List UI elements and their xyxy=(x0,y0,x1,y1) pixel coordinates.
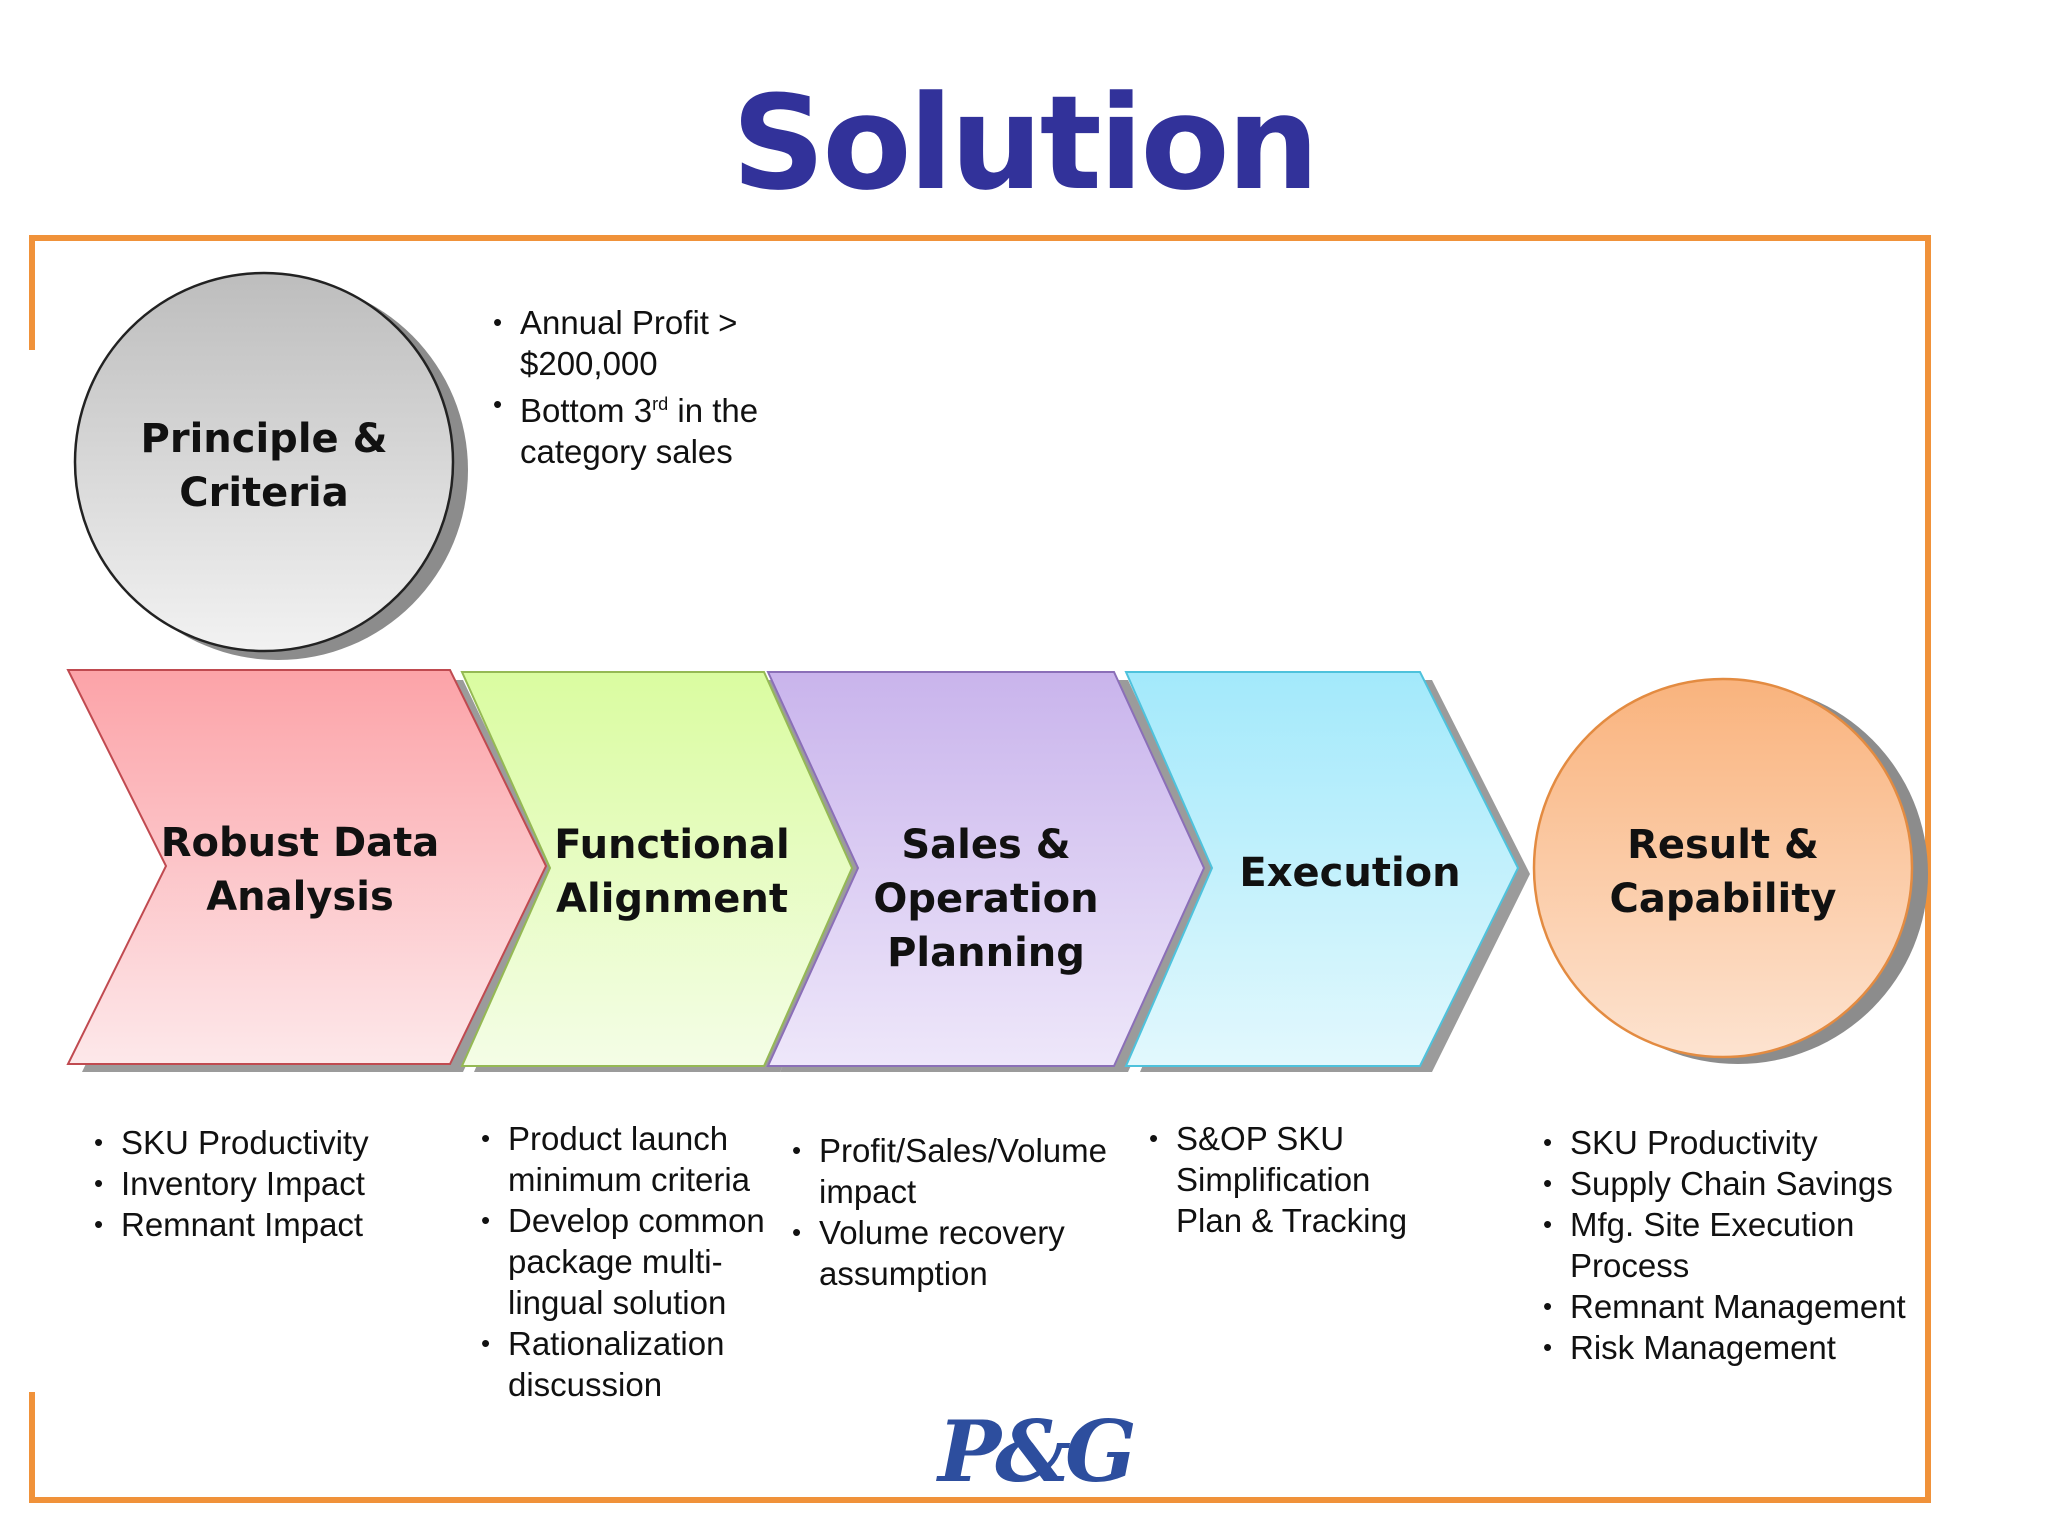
page-title: Solution xyxy=(731,67,1320,219)
list-item: SKU Productivity xyxy=(94,1122,371,1163)
stage-label-execution: Execution xyxy=(1239,850,1461,896)
result-bullet-list: SKU Productivity Supply Chain Savings Mf… xyxy=(1537,1122,1960,1368)
principle-circle xyxy=(73,271,455,653)
list-item: Profit/Sales/Volume impact xyxy=(792,1130,1149,1212)
list-item: Rationalization discussion xyxy=(481,1323,778,1405)
list-item: Develop common package multi-lingual sol… xyxy=(481,1200,778,1323)
stage-chevron-sop-planning xyxy=(766,671,1206,1067)
list-item: SKU Productivity xyxy=(1543,1122,1960,1163)
list-item: S&OP SKU Simplification Plan & Tracking xyxy=(1149,1118,1436,1241)
list-item: Inventory Impact xyxy=(94,1163,371,1204)
stage-bullet-list-functional-alignment: Product launch minimum criteria Develop … xyxy=(475,1118,778,1405)
stage-chevron-data-analysis xyxy=(66,669,548,1065)
list-item: Risk Management xyxy=(1543,1327,1960,1368)
frame-border xyxy=(29,235,1931,1503)
list-item: Volume recovery assumption xyxy=(792,1212,1149,1294)
list-item: Annual Profit > $200,000 xyxy=(493,302,780,384)
list-item: Remnant Impact xyxy=(94,1204,371,1245)
list-item: Remnant Management xyxy=(1543,1286,1960,1327)
stage-chevron-execution xyxy=(1124,671,1520,1067)
pg-logo: P&G xyxy=(938,1402,1137,1501)
stage-bullet-list-execution: S&OP SKU Simplification Plan & Tracking xyxy=(1143,1118,1436,1241)
principle-bullet-list: Annual Profit > $200,000 Bottom 3rd in t… xyxy=(487,302,780,472)
stage-bullet-list-data-analysis: SKU Productivity Inventory Impact Remnan… xyxy=(88,1122,371,1245)
principle-label: Principle &Criteria xyxy=(140,416,388,516)
result-label: Result &Capability xyxy=(1609,822,1837,922)
result-circle xyxy=(1532,677,1914,1059)
stage-bullet-list-sop-planning: Profit/Sales/Volume impact Volume recove… xyxy=(786,1130,1149,1294)
list-item: Supply Chain Savings xyxy=(1543,1163,1960,1204)
list-item: Mfg. Site Execution Process xyxy=(1543,1204,1960,1286)
list-item: Bottom 3rd in the category sales xyxy=(493,384,780,472)
stage-chevron-functional-alignment xyxy=(460,671,854,1067)
list-item: Product launch minimum criteria xyxy=(481,1118,778,1200)
